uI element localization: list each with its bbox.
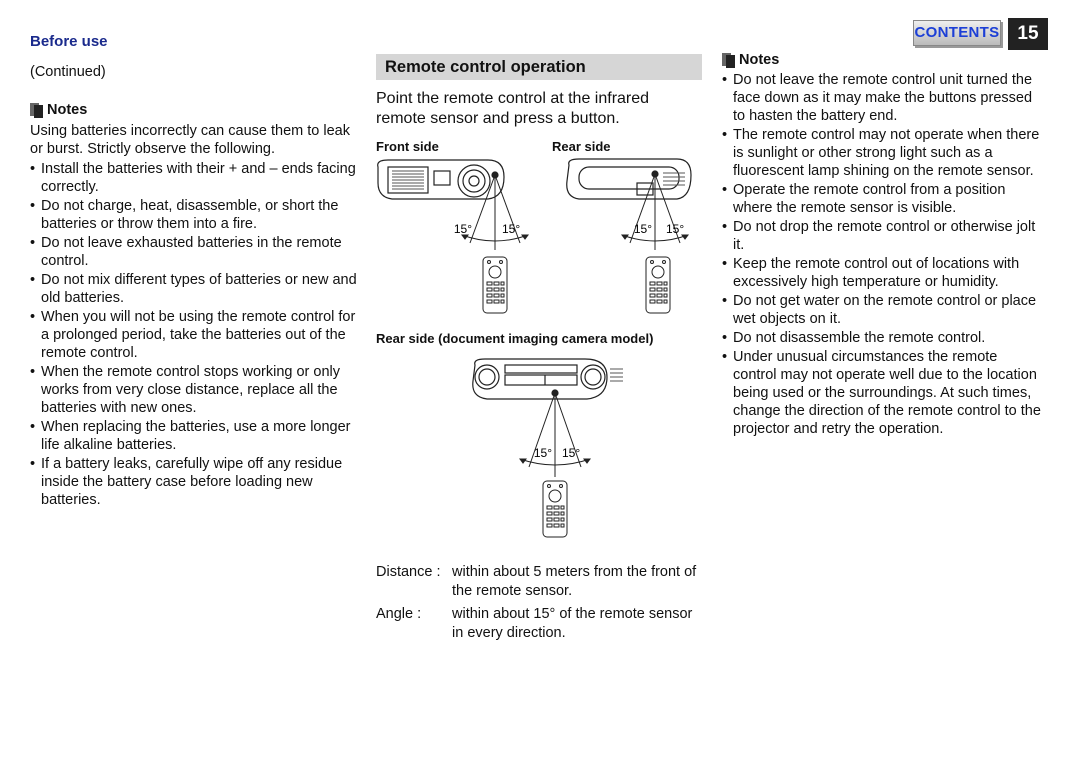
angle-lines <box>519 392 591 477</box>
doc-camera-diagram: 15° 15° <box>472 358 623 538</box>
list-item: If a battery leaks, carefully wipe off a… <box>30 455 358 509</box>
projector-doc-camera-icon <box>472 358 623 400</box>
distance-row: Distance : within about 5 meters from th… <box>376 563 706 601</box>
angle-left-label: 15° <box>454 222 472 236</box>
remote-control-icon <box>482 256 508 314</box>
list-item: Do not get water on the remote control o… <box>722 292 1042 328</box>
angle-left-label: 15° <box>634 222 652 236</box>
angle-lines <box>621 173 689 250</box>
right-notes-heading: Notes <box>722 52 1042 68</box>
list-item: When you will not be using the remote co… <box>30 308 358 362</box>
contents-label: CONTENTS <box>914 24 1000 41</box>
list-item: Do not mix different types of batteries … <box>30 271 358 307</box>
list-item: The remote control may not operate when … <box>722 126 1042 180</box>
angle-value: within about 15° of the remote sensor in… <box>452 606 693 641</box>
front-side-diagram: 15° 15° <box>377 159 529 314</box>
angle-left-label: 15° <box>534 446 552 460</box>
continued-label: (Continued) <box>30 64 106 80</box>
left-notes-list: Install the batteries with their + and –… <box>30 160 358 509</box>
left-notes: Notes Using batteries incorrectly can ca… <box>30 102 358 510</box>
list-item: Under unusual circumstances the remote c… <box>722 348 1042 438</box>
list-item: Do not leave the remote control unit tur… <box>722 71 1042 125</box>
list-item: Do not charge, heat, disassemble, or sho… <box>30 197 358 233</box>
section-heading: Before use <box>30 33 108 50</box>
list-item: Do not leave exhausted batteries in the … <box>30 234 358 270</box>
list-item: When the remote control stops working or… <box>30 363 358 417</box>
remote-control-icon <box>645 256 671 314</box>
distance-key: Distance : <box>376 564 441 580</box>
angle-row: Angle : within about 15° of the remote s… <box>376 605 706 643</box>
range-specs: Distance : within about 5 meters from th… <box>376 563 706 643</box>
list-item: Keep the remote control out of locations… <box>722 255 1042 291</box>
angle-right-label: 15° <box>666 222 684 236</box>
angle-lines <box>461 174 529 250</box>
rear-side-label: Rear side <box>552 139 611 154</box>
remote-control-icon <box>542 480 568 538</box>
notes-icon <box>30 102 43 118</box>
left-notes-title: Notes <box>47 102 88 118</box>
page-number: 15 <box>1008 18 1048 50</box>
right-notes: Notes Do not leave the remote control un… <box>722 52 1042 439</box>
angle-right-label: 15° <box>502 222 520 236</box>
section-title: Remote control operation <box>376 54 702 80</box>
doc-camera-label: Rear side (document imaging camera model… <box>376 331 654 346</box>
rear-side-diagram: 15° 15° <box>566 158 692 314</box>
angle-right-label: 15° <box>562 446 580 460</box>
list-item: Operate the remote control from a positi… <box>722 181 1042 217</box>
left-notes-heading: Notes <box>30 102 358 118</box>
operation-intro: Point the remote control at the infrared… <box>376 90 650 127</box>
list-item: Do not drop the remote control or otherw… <box>722 218 1042 254</box>
right-notes-list: Do not leave the remote control unit tur… <box>722 71 1042 438</box>
list-item: Do not disassemble the remote control. <box>722 329 1042 347</box>
projector-rear-icon <box>566 158 692 200</box>
projector-front-icon <box>377 159 505 200</box>
angle-key: Angle : <box>376 606 422 622</box>
distance-value: within about 5 meters from the front of … <box>452 564 697 599</box>
front-side-label: Front side <box>376 139 439 154</box>
notes-icon <box>722 52 735 68</box>
list-item: Install the batteries with their + and –… <box>30 160 358 196</box>
list-item: When replacing the batteries, use a more… <box>30 418 358 454</box>
contents-button[interactable]: CONTENTS <box>913 20 1001 46</box>
left-notes-intro: Using batteries incorrectly can cause th… <box>30 123 350 157</box>
right-notes-title: Notes <box>739 52 780 68</box>
